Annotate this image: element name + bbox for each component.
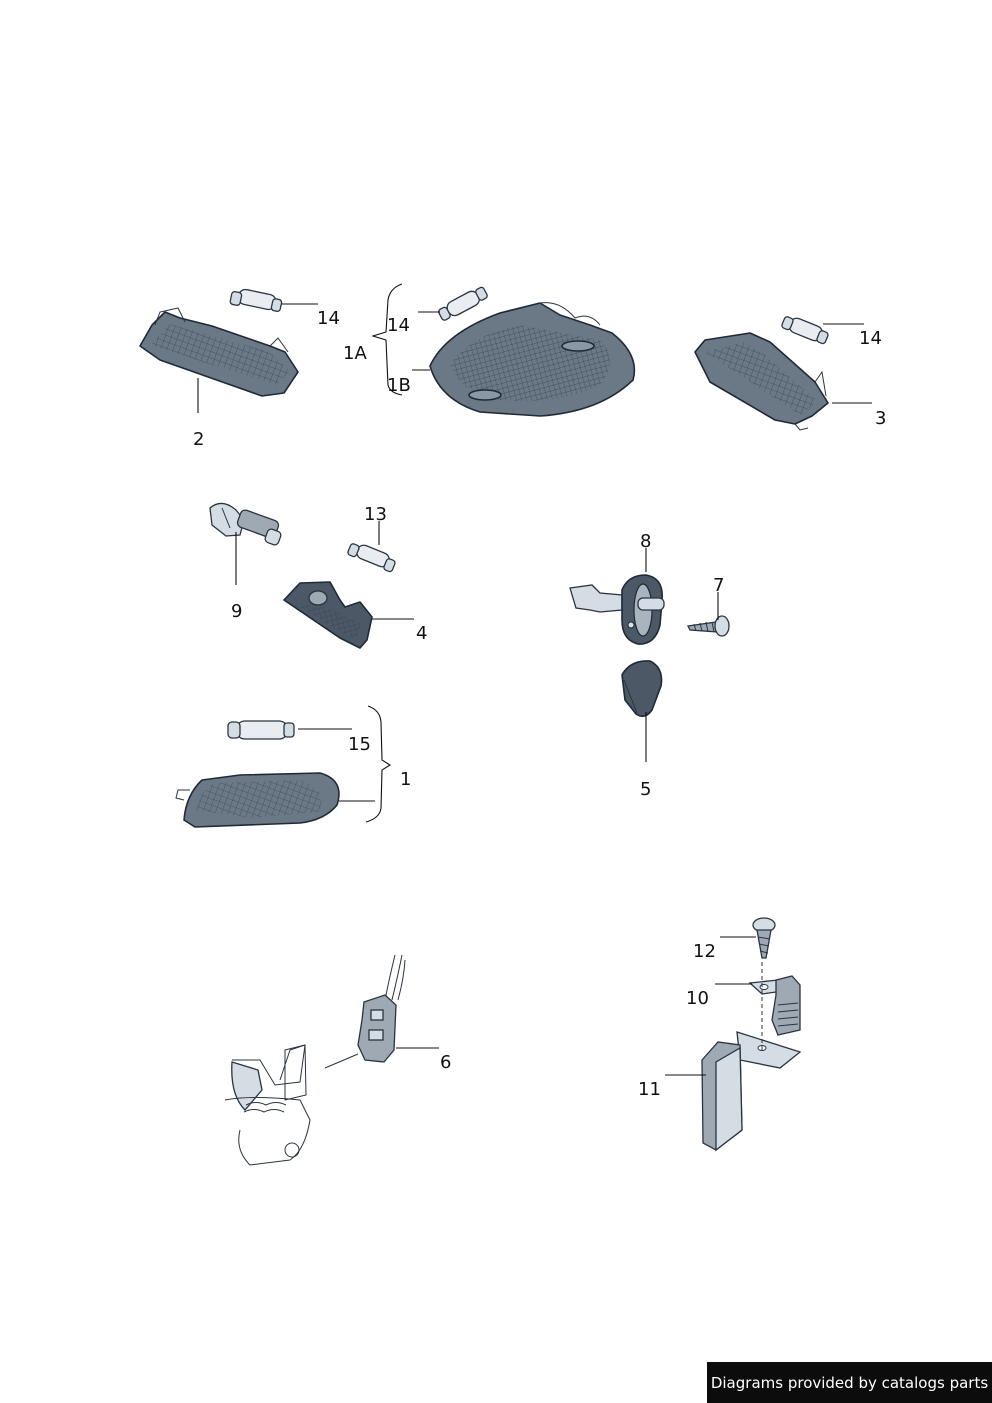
callout-15: 15	[348, 734, 371, 755]
part-9-bulb-socket	[209, 502, 282, 546]
part-12-screw	[752, 917, 776, 959]
callout-14-left: 14	[317, 308, 340, 329]
part-11-mounting-bracket	[701, 962, 802, 1152]
part-10-striker-plate	[748, 975, 801, 1036]
part-1-courtesy-lamp	[175, 772, 340, 828]
part-1a-dome-light	[429, 302, 636, 417]
callout-8: 8	[640, 531, 651, 552]
callout-14-right: 14	[859, 328, 882, 349]
part-6-door-contact-switch	[224, 954, 406, 1166]
leader-lines	[197, 303, 872, 1076]
bulb-15	[227, 720, 295, 740]
part-5-cover-cap	[621, 660, 663, 718]
part-7-screw	[687, 615, 730, 637]
bulb-14-centre	[438, 286, 488, 321]
callout-1: 1	[400, 769, 411, 790]
bulb-13	[347, 543, 396, 573]
callout-3: 3	[875, 408, 886, 429]
callout-4: 4	[416, 623, 427, 644]
callout-12: 12	[693, 941, 716, 962]
callout-11: 11	[638, 1079, 661, 1100]
watermark-badge: Diagrams provided by catalogs parts	[707, 1362, 992, 1403]
callout-1b: 1B	[387, 375, 411, 396]
callout-5: 5	[640, 779, 651, 800]
part-4-lamp-housing	[283, 581, 373, 649]
bulb-14-left	[229, 288, 283, 313]
brace-1	[365, 705, 392, 823]
callout-6: 6	[440, 1052, 451, 1073]
callout-13: 13	[364, 504, 387, 525]
part-2-interior-light	[139, 307, 299, 397]
bulb-14-right	[781, 316, 829, 345]
part-3-interior-light	[694, 332, 829, 431]
callout-7: 7	[713, 575, 724, 596]
callout-1a: 1A	[343, 343, 367, 364]
brace-1a	[371, 283, 403, 396]
callout-9: 9	[231, 601, 242, 622]
callout-10: 10	[686, 988, 709, 1009]
callout-14-centre: 14	[387, 315, 410, 336]
watermark-text: Diagrams provided by catalogs parts	[710, 1373, 989, 1392]
part-8-door-switch	[569, 574, 665, 645]
callout-2: 2	[193, 429, 204, 450]
